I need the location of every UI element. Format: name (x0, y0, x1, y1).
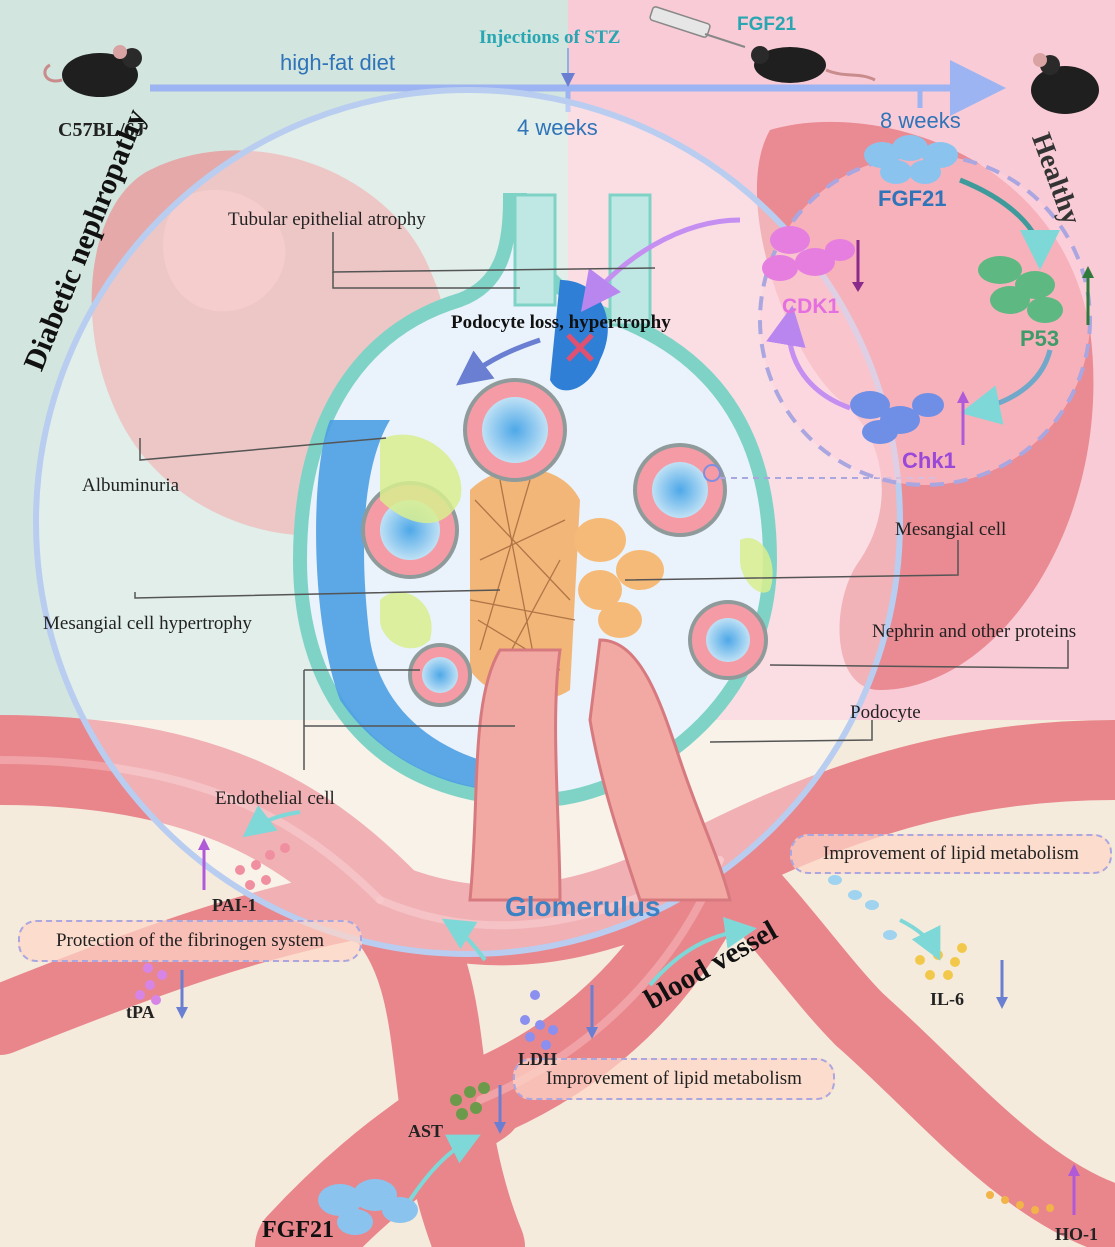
week4-label: 4 weeks (517, 117, 598, 139)
tpa-label: tPA (126, 1003, 155, 1021)
mesangial-hypertrophy-label: Mesangial cell hypertrophy (43, 614, 252, 633)
endothelial-label: Endothelial cell (215, 789, 335, 808)
podocyte-label: Podocyte (850, 703, 921, 722)
lipid-center-text: Improvement of lipid metabolism (546, 1068, 802, 1090)
fibrinogen-box: Protection of the fibrinogen system (18, 920, 362, 962)
lipid-right-text: Improvement of lipid metabolism (823, 843, 1079, 865)
cdk1-label: CDK1 (782, 296, 839, 317)
fibrinogen-text: Protection of the fibrinogen system (56, 930, 324, 952)
ast-label: AST (408, 1122, 443, 1140)
nephrin-label: Nephrin and other proteins (872, 622, 1076, 641)
diet-label: high-fat diet (280, 52, 395, 74)
tubular-label: Tubular epithelial atrophy (228, 210, 426, 229)
lipid-box-right: Improvement of lipid metabolism (790, 834, 1112, 874)
ldh-label: LDH (518, 1050, 557, 1068)
lipid-box-center: Improvement of lipid metabolism (513, 1058, 835, 1100)
chk1-label: Chk1 (902, 450, 956, 472)
p53-label: P53 (1020, 328, 1059, 350)
drug-label: FGF21 (737, 15, 796, 34)
pai1-label: PAI-1 (212, 896, 257, 914)
podocyte-loss-label: Podocyte loss, hypertrophy (451, 313, 671, 332)
week8-label: 8 weeks (880, 110, 961, 132)
il6-label: IL-6 (930, 990, 964, 1008)
injection-label: Injections of STZ (479, 28, 620, 47)
albuminuria-label: Albuminuria (82, 476, 179, 495)
ho1-label: HO-1 (1055, 1225, 1098, 1243)
fgf21-pathway-label: FGF21 (878, 188, 946, 210)
fgf21-bottom-label: FGF21 (262, 1218, 334, 1242)
mesangial-cell-label: Mesangial cell (895, 520, 1006, 539)
glomerulus-label: Glomerulus (505, 893, 661, 921)
